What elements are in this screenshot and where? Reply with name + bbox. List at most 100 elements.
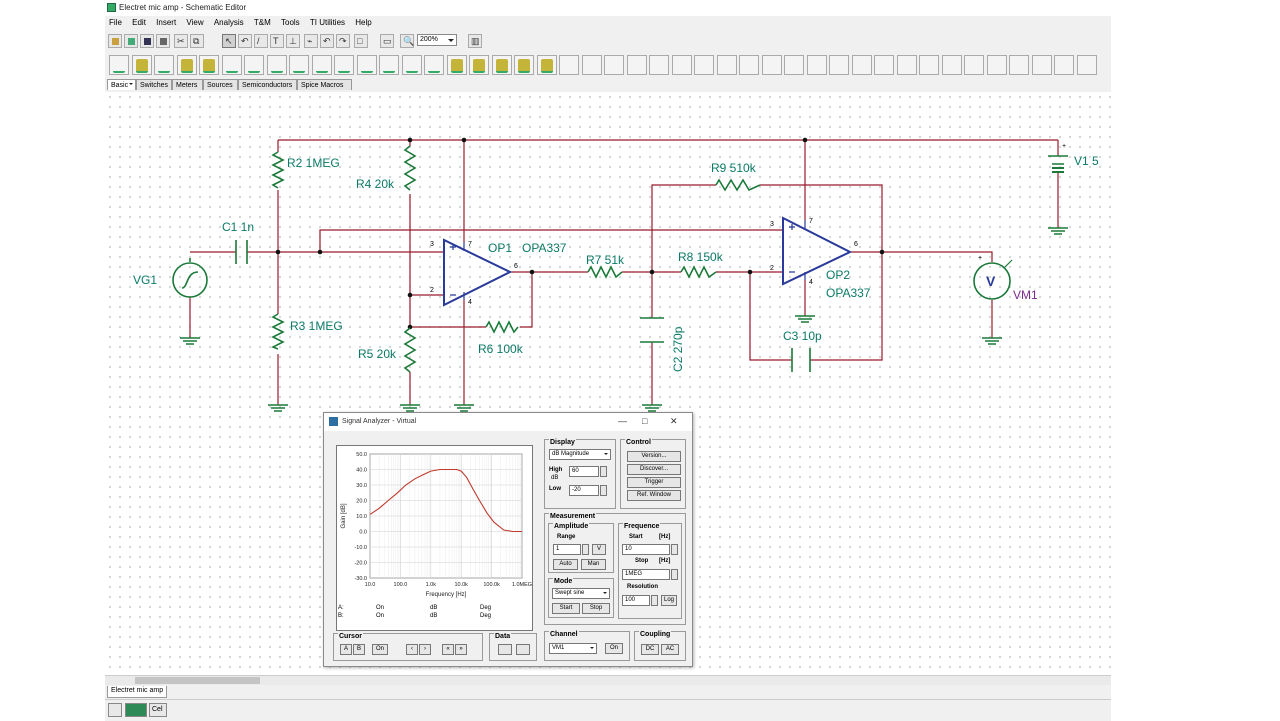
source2-tool-icon[interactable] — [536, 55, 557, 75]
status-cel[interactable]: Cel — [149, 703, 167, 717]
source-tool-icon[interactable] — [514, 55, 534, 75]
resistor-r4[interactable] — [403, 145, 417, 191]
switch-tool-icon[interactable] — [356, 55, 377, 75]
low-spinner[interactable] — [600, 485, 607, 496]
low-input[interactable]: -20 — [569, 485, 599, 496]
empty-slot-tool-icon[interactable] — [1076, 55, 1097, 75]
empty-slot-tool-icon[interactable] — [761, 55, 782, 75]
resistor-r9[interactable] — [715, 178, 761, 192]
stop-frequency-spinner[interactable] — [671, 569, 678, 580]
tab-spice-macros[interactable]: Spice Macros — [297, 79, 352, 90]
menu-tm[interactable]: T&M — [253, 18, 271, 27]
opamp-op2[interactable] — [782, 216, 853, 286]
zoom-select[interactable]: 200% — [417, 34, 457, 46]
grid-icon[interactable]: ▭ — [380, 34, 394, 48]
zoom-icon[interactable]: 🔍 — [400, 34, 414, 48]
cursor-b-button[interactable]: B — [353, 644, 365, 655]
empty-slot-tool-icon[interactable] — [964, 55, 984, 75]
dc-button[interactable]: DC — [641, 644, 659, 655]
analysis-icon[interactable]: ▥ — [468, 34, 482, 48]
meter-tool-icon[interactable] — [491, 55, 512, 75]
resistor-r5[interactable] — [403, 327, 417, 373]
redo-icon[interactable]: ↷ — [336, 34, 350, 48]
document-tab[interactable]: Electret mic amp — [107, 686, 168, 698]
empty-slot-tool-icon[interactable] — [1054, 55, 1074, 75]
new-file-icon[interactable] — [108, 34, 122, 48]
cursor-right-button[interactable]: › — [419, 644, 431, 655]
capacitor-c1[interactable] — [235, 240, 248, 264]
open-data-icon[interactable] — [498, 644, 512, 655]
rectangle-icon[interactable]: □ — [354, 34, 368, 48]
menu-tools[interactable]: Tools — [281, 18, 300, 27]
ref-window-button[interactable]: Ref. Window — [627, 490, 681, 501]
empty-slot-tool-icon[interactable] — [694, 55, 714, 75]
resistor-tool-icon[interactable] — [221, 55, 242, 75]
opamp-op1[interactable] — [443, 238, 513, 307]
high-input[interactable]: 60 — [569, 466, 599, 477]
empty-slot-tool-icon[interactable] — [941, 55, 962, 75]
pin-right-tool-icon[interactable] — [199, 55, 219, 75]
empty-slot-tool-icon[interactable] — [671, 55, 692, 75]
empty-slot-tool-icon[interactable] — [851, 55, 872, 75]
diode-tool-icon[interactable] — [401, 55, 422, 75]
menu-edit[interactable]: Edit — [132, 18, 146, 27]
tab-basic[interactable]: Basic — [107, 79, 136, 90]
empty-slot-tool-icon[interactable] — [784, 55, 804, 75]
tab-semiconductors[interactable]: Semiconductors — [238, 79, 297, 90]
menu-analysis[interactable]: Analysis — [213, 18, 244, 27]
tab-switches[interactable]: Switches — [136, 79, 172, 90]
menu-help[interactable]: Help — [355, 18, 372, 27]
stop-button[interactable]: Stop — [582, 603, 610, 614]
display-mode-select[interactable]: dB Magnitude — [549, 449, 611, 460]
scrollbar-thumb[interactable] — [135, 677, 260, 684]
start-frequency-input[interactable]: 10 — [622, 544, 670, 555]
start-button[interactable]: Start — [552, 603, 580, 614]
pin-left-tool-icon[interactable] — [176, 55, 197, 75]
cursor-a-button[interactable]: A — [340, 644, 352, 655]
menu-view[interactable]: View — [186, 18, 204, 27]
horizontal-scrollbar[interactable] — [105, 675, 1111, 685]
inductor-tool-icon[interactable] — [266, 55, 287, 75]
empty-slot-tool-icon[interactable] — [1009, 55, 1029, 75]
node-tool-icon[interactable] — [334, 55, 354, 75]
range-input[interactable]: 1 — [553, 544, 581, 555]
save-data-icon[interactable] — [516, 644, 530, 655]
cut-icon[interactable]: ✂ — [174, 34, 188, 48]
capacitor-tool-icon[interactable] — [244, 55, 264, 75]
mode-select[interactable]: Swept sine — [552, 588, 610, 599]
save-icon[interactable] — [140, 34, 154, 48]
resolution-input[interactable]: 100 — [622, 595, 650, 606]
menu-insert[interactable]: Insert — [156, 18, 177, 27]
junction-tool-icon[interactable] — [154, 55, 174, 75]
voltmeter-vm1[interactable] — [973, 262, 1011, 300]
tab-meters[interactable]: Meters — [172, 79, 203, 90]
empty-slot-tool-icon[interactable] — [581, 55, 602, 75]
status-grid-icon[interactable] — [108, 703, 122, 717]
empty-slot-tool-icon[interactable] — [649, 55, 669, 75]
open-file-icon[interactable] — [124, 34, 138, 48]
resistor-r6[interactable] — [485, 320, 519, 334]
print-icon[interactable] — [156, 34, 170, 48]
wire-h-tool-icon[interactable] — [289, 55, 309, 75]
ground-tool-icon[interactable] — [131, 55, 152, 75]
ammeter-tool-icon[interactable] — [469, 55, 489, 75]
hidden-icon[interactable]: ⌁ — [304, 34, 318, 48]
wire-icon[interactable]: / — [254, 34, 268, 48]
empty-slot-tool-icon[interactable] — [806, 55, 827, 75]
empty-slot-tool-icon[interactable] — [919, 55, 939, 75]
empty-slot-tool-icon[interactable] — [604, 55, 624, 75]
signal-generator-vg1[interactable] — [172, 262, 208, 298]
empty-slot-tool-icon[interactable] — [626, 55, 647, 75]
resistor-r8[interactable] — [680, 265, 717, 279]
empty-slot-tool-icon[interactable] — [559, 55, 579, 75]
log-button[interactable]: Log — [661, 595, 677, 606]
close-icon[interactable]: ✕ — [670, 416, 678, 426]
cursor-first-button[interactable]: « — [442, 644, 454, 655]
select-arrow-icon[interactable]: ↖ — [222, 34, 236, 48]
cursor-left-button[interactable]: ‹ — [406, 644, 418, 655]
pointer-tool-icon[interactable] — [109, 55, 129, 75]
resistor-r3[interactable] — [271, 313, 285, 350]
resistor-r2[interactable] — [271, 151, 285, 189]
voltmeter-tool-icon[interactable] — [446, 55, 467, 75]
high-spinner[interactable] — [600, 466, 607, 477]
